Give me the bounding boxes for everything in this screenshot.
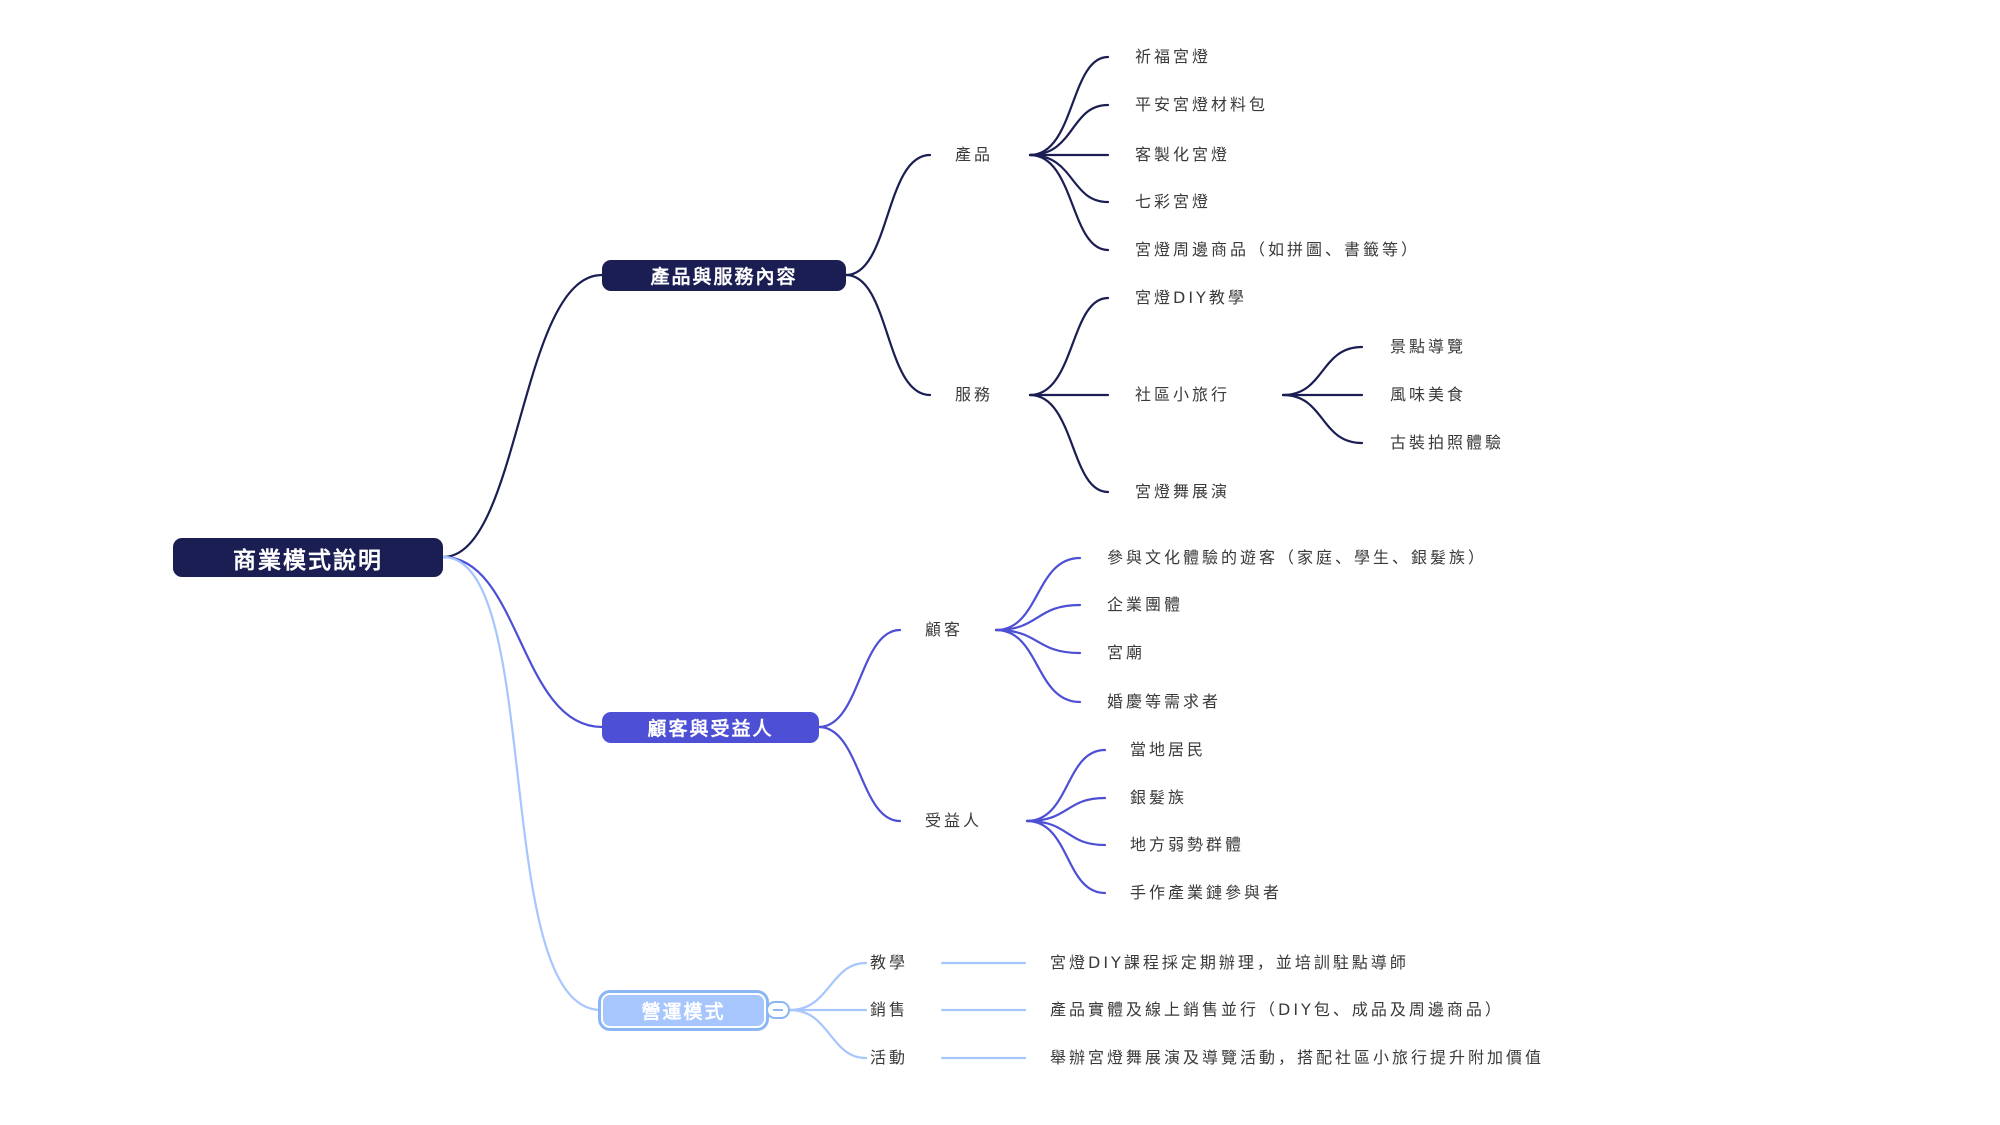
service-item[interactable]: 宮燈舞展演 bbox=[1135, 482, 1231, 501]
tour-sub-item[interactable]: 風味美食 bbox=[1390, 385, 1467, 404]
product-item[interactable]: 客製化宮燈 bbox=[1135, 145, 1231, 164]
teaching-detail[interactable]: 宮燈DIY課程採定期辦理，並培訓駐點導師 bbox=[1050, 953, 1409, 972]
customer-item[interactable]: 企業團體 bbox=[1107, 595, 1184, 614]
root-node[interactable]: 商業模式說明 bbox=[173, 538, 443, 577]
branch-customers-beneficiaries[interactable]: 顧客與受益人 bbox=[602, 712, 819, 743]
topic-sales[interactable]: 銷售 bbox=[870, 1000, 909, 1019]
beneficiary-item[interactable]: 地方弱勢群體 bbox=[1130, 835, 1245, 854]
service-item[interactable]: 宮燈DIY教學 bbox=[1135, 288, 1247, 307]
beneficiary-item[interactable]: 銀髮族 bbox=[1130, 788, 1188, 807]
customer-item[interactable]: 宮廟 bbox=[1107, 643, 1146, 662]
topic-services[interactable]: 服務 bbox=[955, 385, 994, 404]
topic-products[interactable]: 產品 bbox=[955, 145, 994, 164]
branch-products-services[interactable]: 產品與服務內容 bbox=[602, 260, 846, 291]
collapse-toggle-icon[interactable] bbox=[766, 1001, 790, 1019]
events-detail[interactable]: 舉辦宮燈舞展演及導覽活動，搭配社區小旅行提升附加價值 bbox=[1050, 1048, 1545, 1067]
product-item[interactable]: 七彩宮燈 bbox=[1135, 192, 1212, 211]
product-item[interactable]: 宮燈周邊商品（如拼圖、書籤等） bbox=[1135, 240, 1421, 259]
beneficiary-item[interactable]: 手作產業鏈參與者 bbox=[1130, 883, 1283, 902]
product-item[interactable]: 平安宮燈材料包 bbox=[1135, 95, 1269, 114]
beneficiary-item[interactable]: 當地居民 bbox=[1130, 740, 1207, 759]
topic-events[interactable]: 活動 bbox=[870, 1048, 909, 1067]
product-item[interactable]: 祈福宮燈 bbox=[1135, 47, 1212, 66]
service-item[interactable]: 社區小旅行 bbox=[1135, 385, 1231, 404]
topic-customers[interactable]: 顧客 bbox=[925, 620, 964, 639]
customer-item[interactable]: 參與文化體驗的遊客（家庭、學生、銀髮族） bbox=[1107, 548, 1488, 567]
sales-detail[interactable]: 產品實體及線上銷售並行（DIY包、成品及周邊商品） bbox=[1050, 1000, 1504, 1019]
tour-sub-item[interactable]: 古裝拍照體驗 bbox=[1390, 433, 1505, 452]
topic-beneficiaries[interactable]: 受益人 bbox=[925, 811, 983, 830]
tour-sub-item[interactable]: 景點導覽 bbox=[1390, 337, 1467, 356]
customer-item[interactable]: 婚慶等需求者 bbox=[1107, 692, 1222, 711]
topic-teaching[interactable]: 教學 bbox=[870, 953, 909, 972]
branch-operating-model[interactable]: 營運模式 bbox=[601, 993, 766, 1028]
edge-root-branch1 bbox=[441, 273, 604, 559]
edge-root-branch3 bbox=[441, 555, 603, 1012]
edge-root-branch2 bbox=[441, 555, 604, 729]
